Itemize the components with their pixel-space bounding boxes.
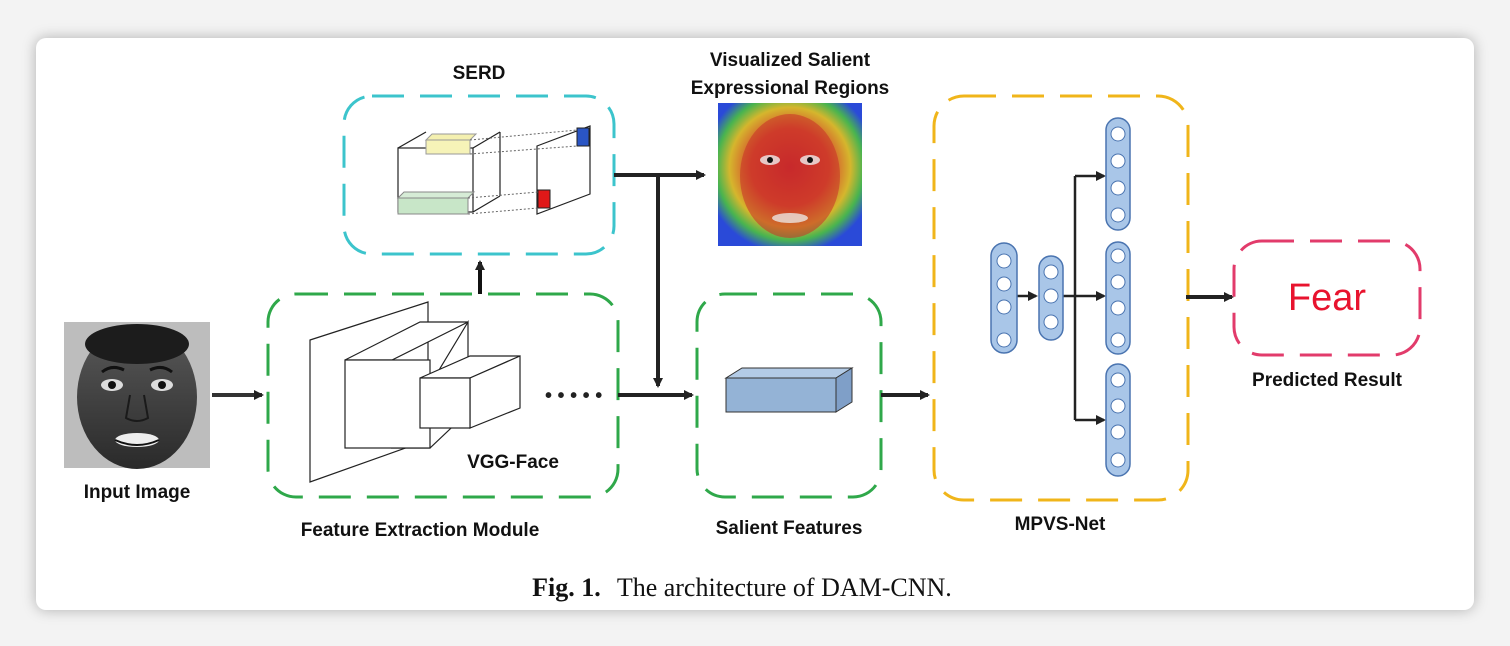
caption-prefix: Fig. 1. bbox=[532, 573, 601, 602]
salient-feature-block bbox=[724, 367, 854, 413]
ellipsis-dots: • • • • • bbox=[545, 385, 602, 407]
mpvs-network bbox=[1016, 171, 1106, 425]
figure-caption: Fig. 1. The architecture of DAM-CNN. bbox=[532, 573, 952, 602]
mpvs-branch-bottom bbox=[1105, 363, 1131, 477]
predicted-result-box bbox=[1232, 239, 1422, 357]
caption-text: The architecture of DAM-CNN. bbox=[617, 573, 952, 602]
input-image-label: Input Image bbox=[84, 482, 191, 503]
predicted-result-label: Predicted Result bbox=[1252, 370, 1403, 391]
salient-features-label: Salient Features bbox=[716, 518, 863, 539]
mpvs-branch-top bbox=[1105, 117, 1131, 231]
visualized-label-line1: Visualized Salient bbox=[710, 50, 871, 71]
mpvs-layer-2 bbox=[1038, 255, 1064, 341]
predicted-result-value: Fear bbox=[1288, 277, 1366, 319]
feature-extraction-label: Feature Extraction Module bbox=[301, 520, 540, 541]
vgg-face-label: VGG-Face bbox=[467, 452, 559, 473]
mpvs-branch-middle bbox=[1105, 241, 1131, 355]
mpvs-layer-1 bbox=[990, 242, 1018, 354]
salient-heatmap-image bbox=[718, 103, 862, 246]
vgg-face-layers bbox=[309, 301, 521, 483]
mpvs-net-label: MPVS-Net bbox=[1015, 514, 1106, 535]
visualized-label-line2: Expressional Regions bbox=[691, 78, 890, 99]
serd-attention-diagram bbox=[396, 125, 591, 215]
input-image bbox=[64, 322, 210, 469]
serd-label: SERD bbox=[453, 63, 506, 84]
